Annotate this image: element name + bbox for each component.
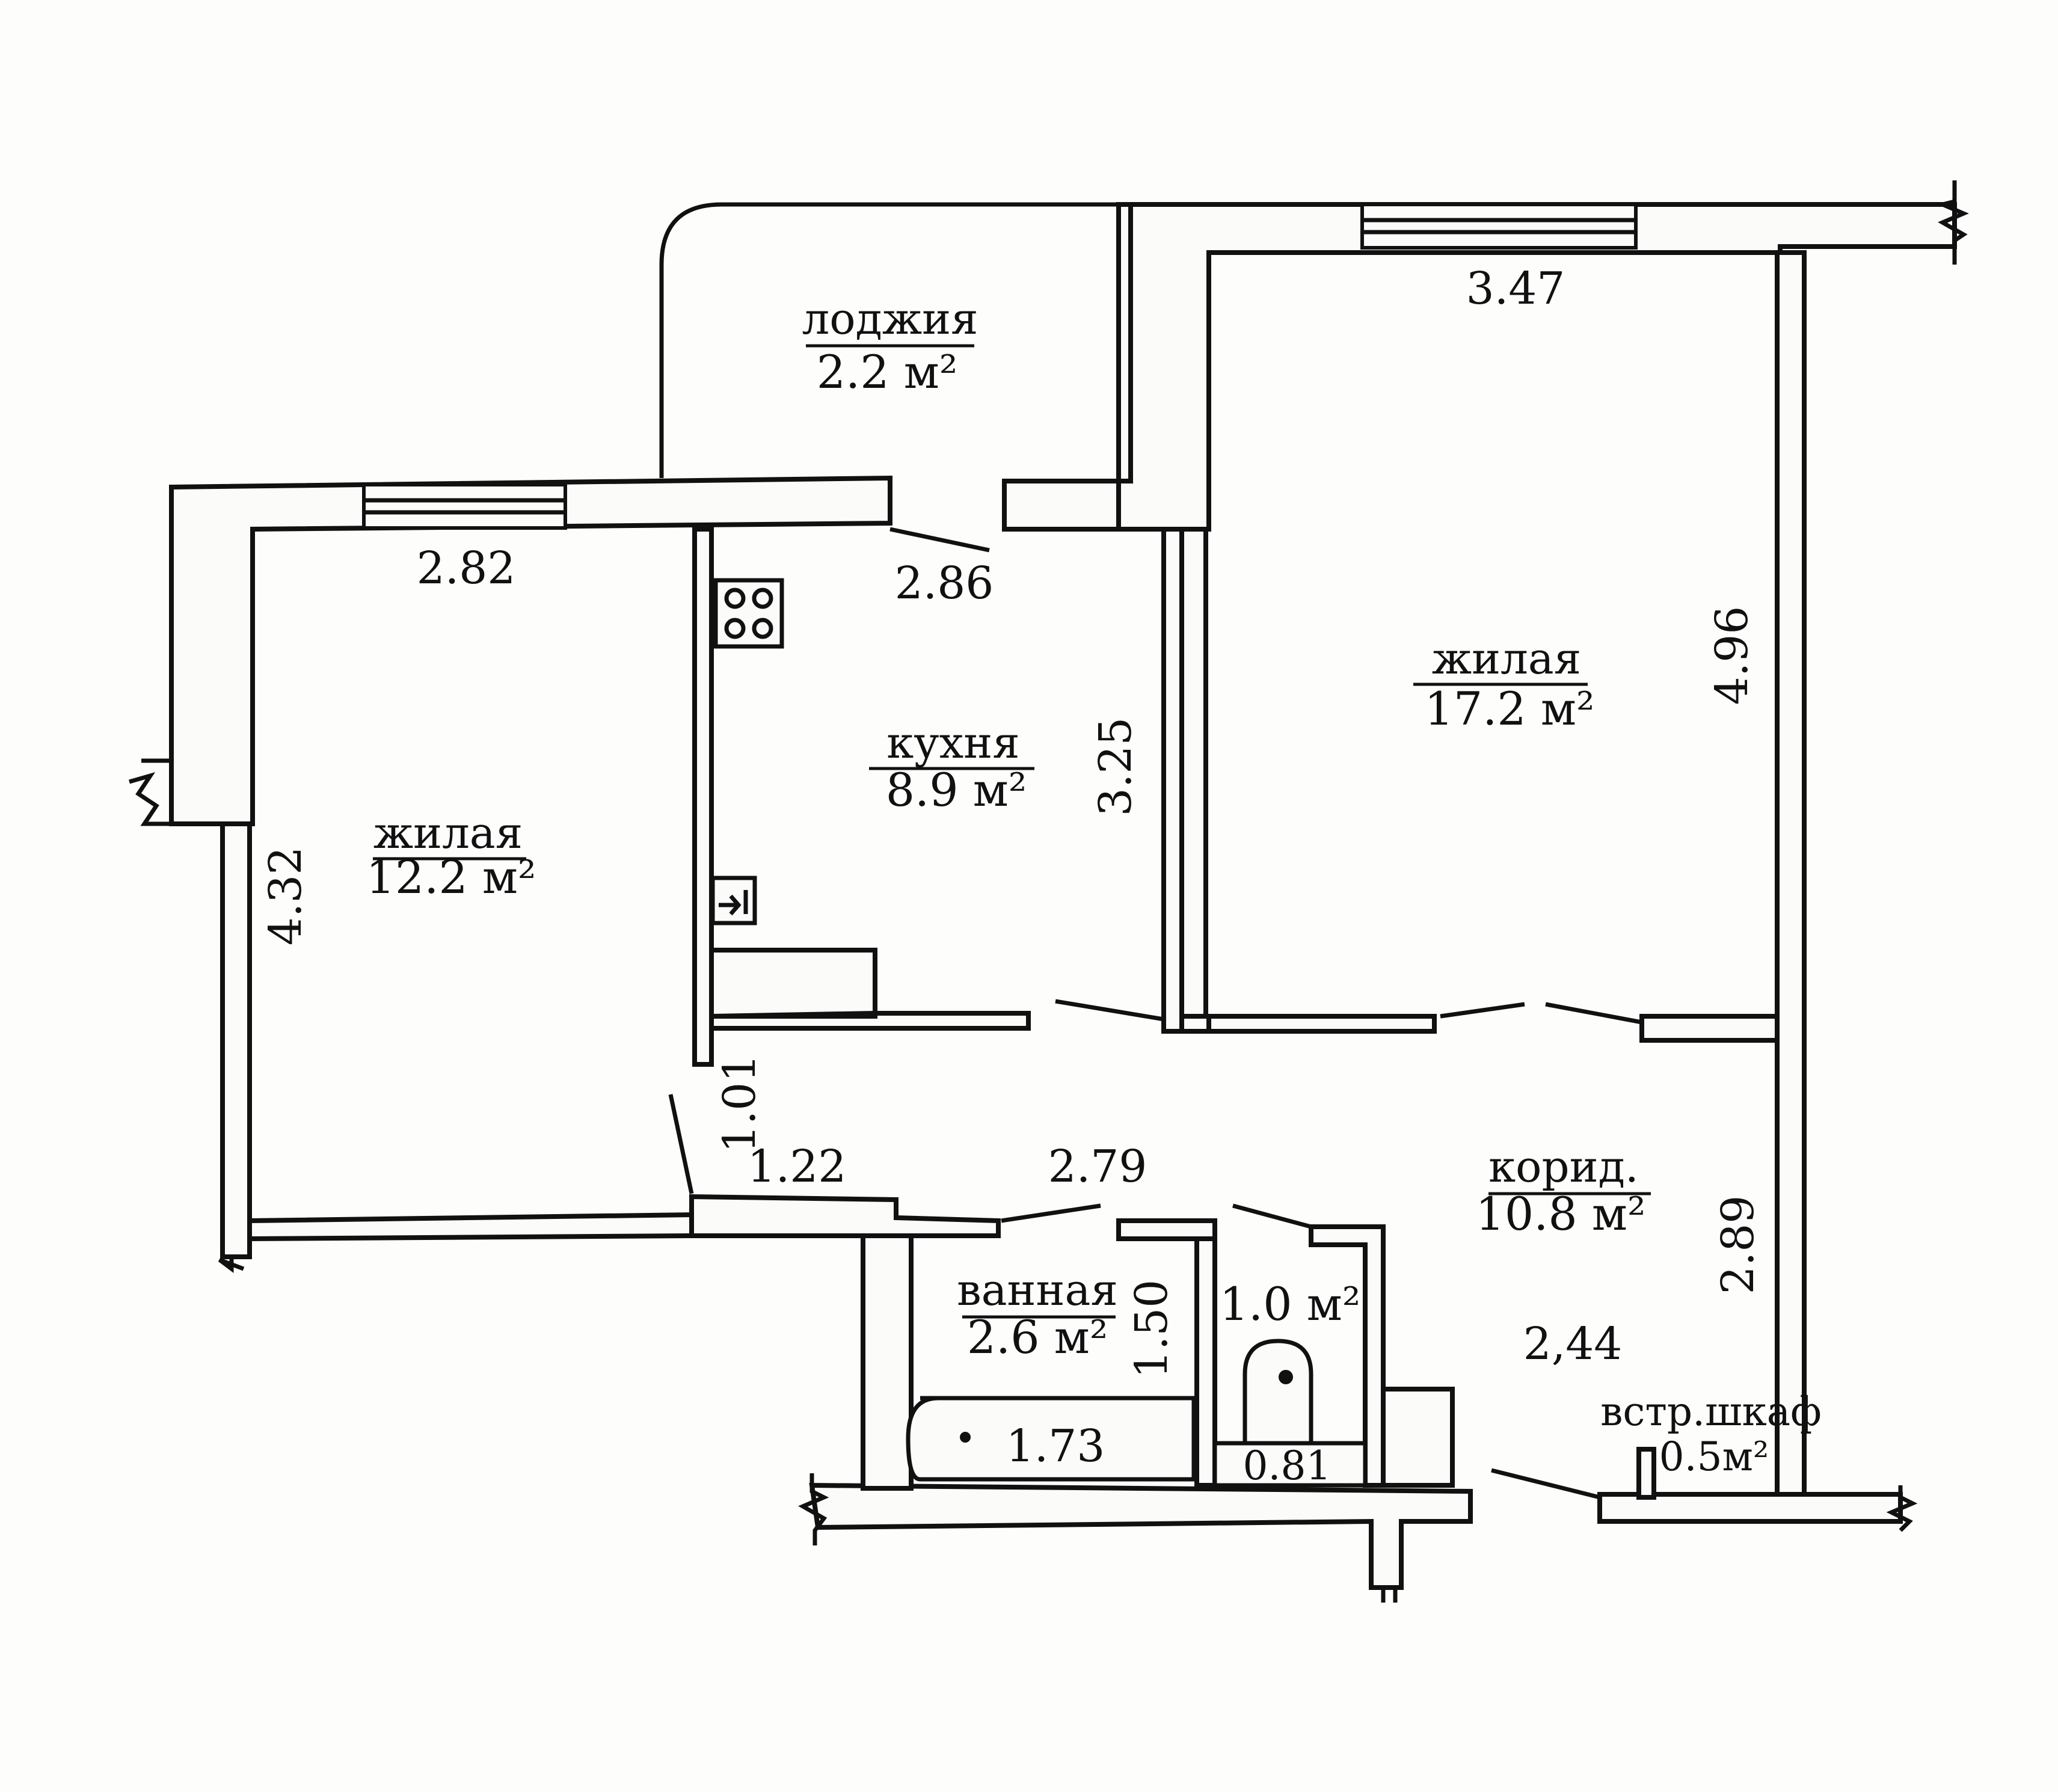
walls: [129, 180, 1969, 1603]
dim-bathtub-length: 1.73: [1006, 1420, 1105, 1472]
kitchen-top-wall-right: [1002, 479, 1121, 532]
door-right-room-1: [1440, 1002, 1525, 1019]
kitchen-right-wall: [1179, 527, 1208, 1034]
dim-living-right-depth: 4.96: [1706, 606, 1758, 705]
right-room-bottom-wall: [1161, 1014, 1780, 1043]
closet-wall: [1636, 1447, 1656, 1500]
loggia-wall: [659, 202, 1125, 478]
corridor-area: 10.8 м²: [1476, 1187, 1646, 1241]
left-room-bottom-wall: [247, 1212, 694, 1242]
wall-break-right: [1936, 180, 1969, 265]
wall-break-bottom: [798, 1473, 1398, 1603]
door-kitchen: [1055, 999, 1164, 1022]
left-lower-wall: [220, 821, 252, 1259]
dim-wc-width: 0.81: [1243, 1443, 1332, 1489]
living-right-area: 17.2 м²: [1425, 682, 1595, 735]
bathroom-area: 2.6 м²: [967, 1310, 1108, 1364]
door-wc: [1232, 1203, 1312, 1229]
door-right-room-2: [1545, 1002, 1642, 1025]
top-left-wall: [169, 475, 892, 826]
wall-break-bottom-right: [1886, 1485, 1918, 1532]
door-bathroom: [1001, 1203, 1101, 1223]
right-exterior-wall: [1775, 250, 1807, 1500]
wall-break-left: [129, 758, 171, 826]
door-loggia: [889, 527, 990, 553]
sink-icon: [710, 876, 757, 925]
dim-corridor-width: 2.79: [1048, 1141, 1147, 1192]
loggia-label: лоджия: [802, 293, 978, 344]
wall-break-bottom-left: [218, 1257, 245, 1273]
dim-living-right-width: 3.47: [1466, 263, 1565, 315]
dim-kitchen-width: 2.86: [895, 557, 994, 609]
dim-living-left-depth: 4.32: [260, 847, 312, 946]
loggia-area: 2.2 м²: [817, 345, 958, 399]
bottom-wall-left: [809, 1482, 1473, 1590]
doors: [668, 527, 1642, 1500]
loggia-divider-wall: [1116, 202, 1133, 483]
living-left-label: жилая: [373, 808, 523, 858]
kitchen-area: 8.9 м²: [886, 763, 1027, 817]
kitchen-label: кухня: [886, 717, 1019, 768]
bottom-wall-right: [1597, 1492, 1903, 1524]
bathtub-icon: [906, 1396, 1196, 1482]
dim-kitchen-depth: 3.25: [1090, 717, 1141, 817]
dimension-labels: 2.82 4.32 2.86 3.25 3.47 4.96 1.01 1.22 …: [260, 263, 1764, 1489]
top-exterior-wall: [1116, 202, 1957, 532]
window-right-room: [1360, 203, 1638, 250]
closet-area: 0.5м²: [1659, 1434, 1769, 1480]
dim-corridor-lower: 2,44: [1523, 1318, 1623, 1370]
door-left-room: [668, 1094, 694, 1194]
dim-corridor-depth: 2.89: [1712, 1195, 1764, 1295]
dim-living-left-width: 2.82: [417, 542, 516, 594]
windows: [362, 203, 1638, 530]
kitchen-bottom-wall: [709, 948, 1031, 1031]
toilet-icon: [1212, 1339, 1368, 1488]
living-left-area: 12.2 м²: [366, 850, 536, 904]
dim-hall-depth: 1.01: [714, 1054, 766, 1153]
dim-bath-depth: 1.50: [1126, 1280, 1178, 1379]
room-labels: лоджия 2.2 м² жилая 12.2 м² кухня 8.9 м²…: [366, 293, 1822, 1480]
shaft: [1381, 1387, 1455, 1488]
wc-area: 1.0 м²: [1220, 1277, 1361, 1331]
closet-label: встр.шкаф: [1600, 1388, 1821, 1435]
bath-wc-partition: [1194, 1236, 1217, 1488]
interior-walls: [689, 202, 1780, 1500]
stove-icon: [713, 578, 784, 649]
fixtures: [710, 578, 1368, 1488]
door-entrance: [1491, 1468, 1600, 1500]
kitchen-left-wall: [692, 527, 714, 1067]
right-room-left-wall-lower: [1161, 527, 1184, 1034]
window-left-room: [362, 483, 567, 530]
living-right-label: жилая: [1432, 633, 1581, 684]
dim-hall-width: 1.22: [748, 1141, 847, 1192]
bathroom-label: ванная: [957, 1265, 1118, 1315]
corridor-label: корид.: [1488, 1141, 1639, 1192]
bathroom-left-wall: [861, 1233, 914, 1491]
